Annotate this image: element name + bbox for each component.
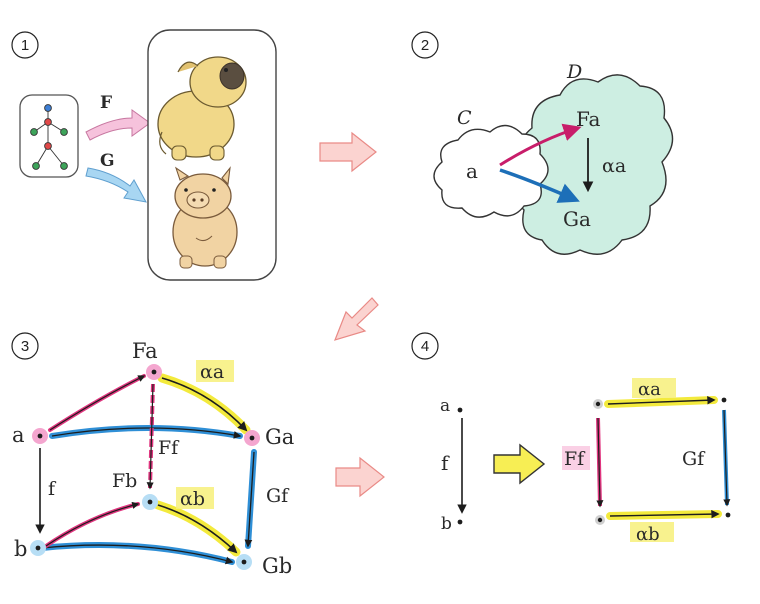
morphism-f-label: f (48, 478, 57, 500)
svg-text:4: 4 (421, 338, 429, 355)
svg-text:2: 2 (421, 37, 429, 54)
functor-f-arrow (85, 109, 151, 141)
svg-text:1: 1 (21, 37, 29, 54)
dog-illustration (157, 56, 247, 161)
arrow-1-to-2 (319, 131, 377, 173)
f-b-arrow (44, 502, 140, 548)
functor-g-label: G (100, 151, 115, 171)
alpha-a-label: αa (638, 379, 661, 400)
step-4-badge: 4 (411, 332, 439, 360)
panel-1: F G (19, 29, 277, 281)
step-3-badge: 3 (11, 332, 39, 360)
object-fa-label: Fa (576, 107, 601, 131)
category-c-label: C (457, 107, 472, 129)
object-b-label: b (14, 537, 27, 561)
step-1-badge: 1 (11, 31, 39, 59)
source-category-graph (30, 104, 68, 170)
category-d-label: D (566, 61, 582, 83)
mapping-g-arrow (499, 168, 580, 203)
source-category-box (19, 94, 79, 178)
alpha-b-arrow (153, 500, 241, 557)
object-ga-label: Ga (563, 207, 591, 231)
g-b-arrow (39, 542, 235, 565)
object-ga-label: Ga (265, 425, 294, 449)
functor-f-label: F (100, 93, 112, 113)
panel-4: b --> a b f αa αb Ff Gf (440, 378, 731, 545)
object-a-label: a (466, 159, 478, 183)
alpha-a-label: αa (602, 155, 626, 177)
panel-3: a b Fa Ga Fb Gb f Ff Gf αa αb (12, 339, 294, 578)
alpha-a-arrow (157, 373, 251, 435)
f-a-arrow (48, 374, 146, 432)
morphism-gf-label: Gf (266, 485, 290, 507)
alpha-a-label: αa (200, 361, 224, 383)
object-fb-label: Fb (112, 470, 137, 492)
pig-illustration (172, 166, 238, 269)
step-2-badge: 2 (411, 31, 439, 59)
arrow-2-to-3 (333, 297, 379, 341)
object-a-label: a (440, 396, 450, 416)
morphism-ff-label: Ff (158, 437, 180, 459)
morphism-f-label: f (441, 451, 450, 475)
panel-2: C D a Fa Ga αa (433, 61, 674, 255)
mapping-arrow (493, 443, 546, 485)
object-fa-label: Fa (132, 339, 158, 363)
object-gb-label: Gb (262, 554, 292, 578)
arrow-3-to-4 (335, 456, 385, 498)
morphism-ff-label: Ff (564, 448, 586, 470)
object-b-label: b (441, 514, 452, 534)
mapping-f-arrow (499, 123, 582, 167)
alpha-b-label: αb (636, 524, 660, 545)
object-dots (30, 364, 260, 570)
morphism-gf-label: Gf (682, 448, 706, 470)
functor-g-arrow (85, 167, 147, 203)
object-a-label: a (12, 423, 25, 447)
svg-text:3: 3 (21, 338, 29, 355)
alpha-b-label: αb (180, 488, 205, 510)
category-c-cloud (433, 124, 549, 218)
